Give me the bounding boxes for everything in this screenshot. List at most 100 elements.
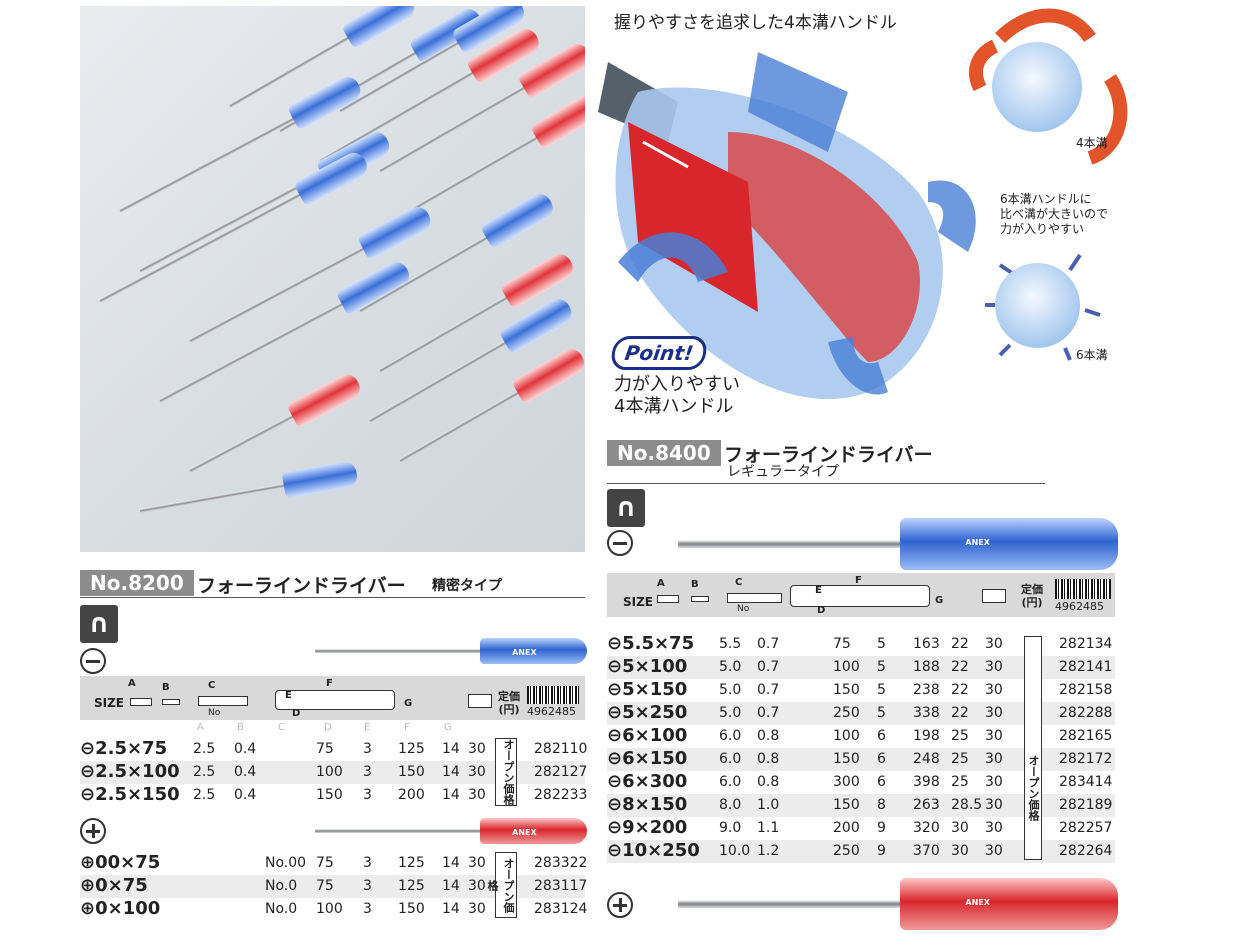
divider (80, 597, 585, 598)
driver-image-phillips-8200: ANEX (315, 816, 587, 846)
cell-code: 282264 (1059, 843, 1113, 859)
handle-illustration (598, 52, 976, 400)
cell-b: 0.4 (234, 787, 257, 803)
cell-b: 1.0 (757, 797, 780, 813)
cell-h: 30 (468, 855, 486, 871)
dim-d: D (817, 605, 826, 616)
dim-e: E (815, 585, 822, 596)
cell-code: 282110 (534, 741, 588, 757)
cell-g: 30 (951, 843, 969, 859)
cell-a: 2.5 (193, 741, 216, 757)
cell-h: 30 (468, 764, 486, 780)
barcode-number: 4962485 (1055, 600, 1104, 613)
barcode-number: 4962485 (527, 705, 576, 718)
cell-e: 9 (877, 820, 886, 836)
cell-b: 0.4 (234, 764, 257, 780)
photo-screwdriver (398, 344, 585, 466)
cell-d: 75 (316, 878, 334, 894)
cell-name: ⊖9×200 (607, 817, 688, 838)
cell-a: 6.0 (719, 728, 742, 744)
cell-name: ⊖6×300 (607, 771, 688, 792)
cell-e: 5 (877, 659, 886, 675)
cell-d: 100 (833, 659, 860, 675)
cell-h: 30 (985, 774, 1003, 790)
cell-name: ⊕00×75 (80, 852, 161, 873)
open-price-label: オープン価格 (1024, 636, 1042, 860)
cell-name: ⊖2.5×75 (80, 738, 168, 759)
cell-name: ⊕0×100 (80, 898, 161, 919)
cell-a: 2.5 (193, 764, 216, 780)
cell-a: 5.0 (719, 705, 742, 721)
cell-c: No.0 (265, 878, 298, 894)
photo-screwdriver (188, 370, 364, 475)
cell-h: 30 (985, 728, 1003, 744)
cross-section-4-groove (992, 42, 1082, 132)
cell-h: 30 (468, 878, 486, 894)
price-label: 定価 (498, 690, 520, 703)
cell-name: ⊖5.5×75 (607, 633, 695, 654)
barcode (1055, 579, 1111, 599)
dim-b: B (691, 579, 699, 590)
cell-code: 282165 (1059, 728, 1113, 744)
point-caption-line2: 4本溝ハンドル (614, 396, 734, 417)
cell-d: 75 (316, 855, 334, 871)
cell-e: 5 (877, 636, 886, 652)
price-unit: (円) (1021, 596, 1043, 609)
cell-g: 22 (951, 636, 969, 652)
cell-h: 30 (468, 741, 486, 757)
cell-h: 30 (985, 797, 1003, 813)
cell-d: 200 (833, 820, 860, 836)
point-caption-line1: 力が入りやすい (614, 374, 740, 395)
cell-h: 30 (985, 751, 1003, 767)
cell-code: 282257 (1059, 820, 1113, 836)
cell-g: 14 (442, 741, 460, 757)
cell-b: 0.7 (757, 636, 780, 652)
cell-g: 22 (951, 705, 969, 721)
cell-d: 250 (833, 843, 860, 859)
cell-code: 282172 (1059, 751, 1113, 767)
model-number-8200: No.8200 (80, 570, 194, 596)
cell-e: 3 (363, 764, 372, 780)
price-label: 定価 (1021, 583, 1043, 596)
cell-d: 150 (316, 787, 343, 803)
open-price-label: オープン価格 (495, 738, 517, 806)
size-header-8400: SIZE 定価(円) 4962485 A B C No E F D G (607, 573, 1115, 617)
driver-image-slotted-8200: ANEX (315, 636, 587, 666)
brand-mark: ANEX (965, 897, 990, 907)
cell-name: ⊖5×150 (607, 679, 688, 700)
dim-b: B (162, 682, 170, 693)
cell-a: 9.0 (719, 820, 742, 836)
cell-h: 30 (985, 682, 1003, 698)
cell-f: 125 (398, 855, 425, 871)
cell-d: 100 (316, 901, 343, 917)
slotted-icon (80, 648, 106, 674)
cell-g: 14 (442, 787, 460, 803)
cell-code: 282233 (534, 787, 588, 803)
cell-f: 163 (913, 636, 940, 652)
dim-d: D (292, 708, 301, 719)
cell-h: 30 (468, 901, 486, 917)
brand-mark: ANEX (512, 647, 537, 657)
cell-e: 8 (877, 797, 886, 813)
cell-name: ⊖6×100 (607, 725, 688, 746)
cell-a: 2.5 (193, 787, 216, 803)
cell-name: ⊖5×250 (607, 702, 688, 723)
cell-d: 300 (833, 774, 860, 790)
cell-code: 282141 (1059, 659, 1113, 675)
cell-b: 1.2 (757, 843, 780, 859)
photo-screwdriver (408, 89, 585, 216)
cell-f: 150 (398, 764, 425, 780)
